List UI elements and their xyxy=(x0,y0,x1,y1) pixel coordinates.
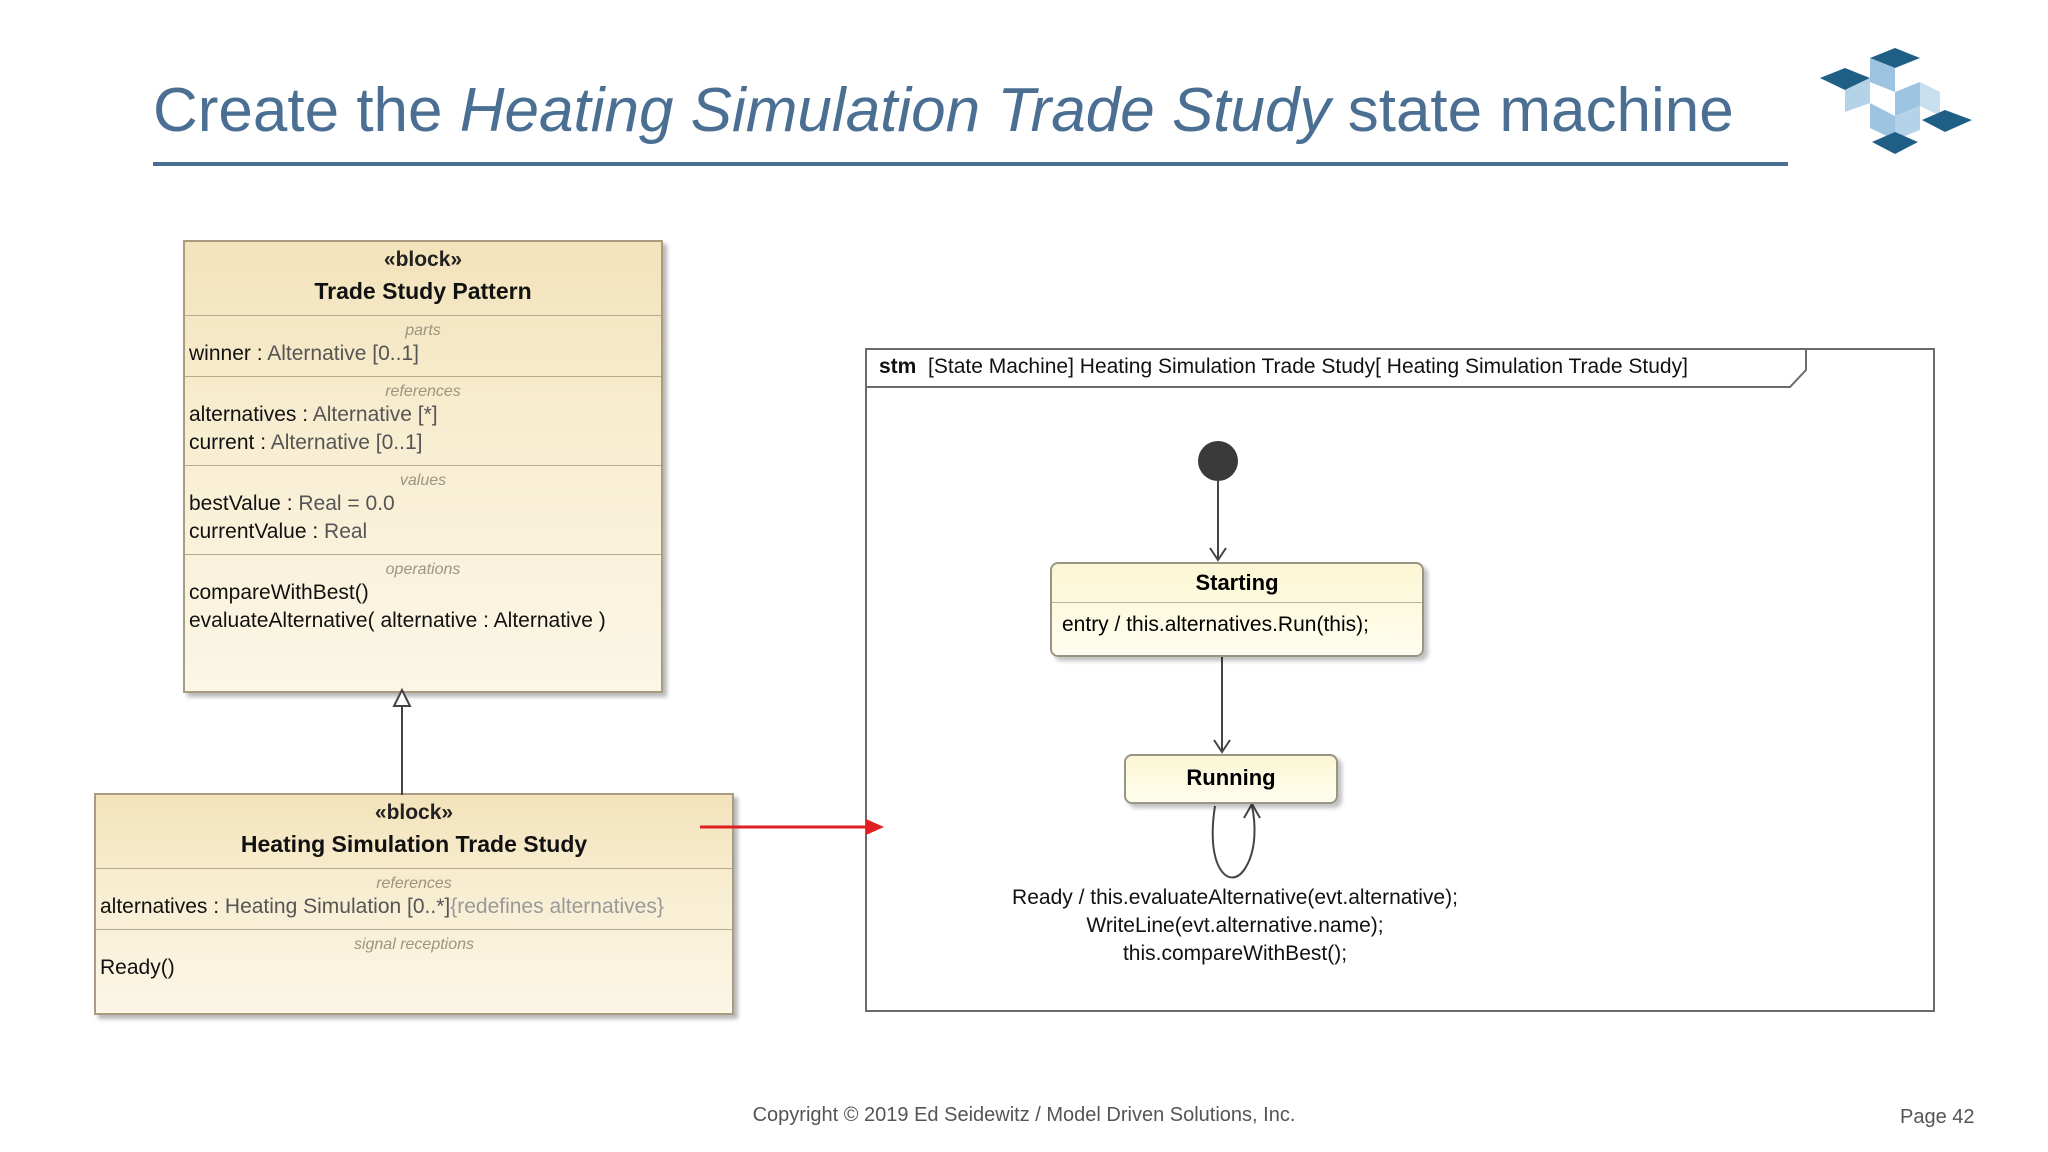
transition-line: Ready / this.evaluateAlternative(evt.alt… xyxy=(1012,886,1458,909)
compartment-title: values xyxy=(399,472,447,489)
state-entry-behavior: entry / this.alternatives.Run(this); xyxy=(1062,613,1369,636)
transition-line: WriteLine(evt.alternative.name); xyxy=(1086,914,1384,937)
block-stereotype: «block» xyxy=(383,248,463,271)
parts-compartment: parts winner : Alternative [0..1] xyxy=(185,316,661,377)
slide-title: Create the Heating Simulation Trade Stud… xyxy=(153,80,1734,142)
block-name: Trade Study Pattern xyxy=(314,278,532,304)
title-suffix: state machine xyxy=(1330,76,1734,145)
operations-compartment: operations compareWithBest() evaluateAlt… xyxy=(185,555,661,643)
title-prefix: Create the xyxy=(153,76,460,145)
state-name: Starting xyxy=(1052,564,1422,603)
block-header: «block» Heating Simulation Trade Study xyxy=(96,795,732,869)
references-compartment: references alternatives : Heating Simula… xyxy=(96,869,732,930)
state-running[interactable]: Running xyxy=(1124,754,1338,804)
block-name: Heating Simulation Trade Study xyxy=(240,831,588,857)
title-underline xyxy=(153,162,1788,166)
compartment-title: signal receptions xyxy=(353,936,475,953)
compartment-title: parts xyxy=(405,322,441,339)
references-compartment: references alternatives : Alternative [*… xyxy=(185,377,661,466)
value-item[interactable]: bestValue : Real = 0.0 xyxy=(189,492,395,515)
values-compartment: values bestValue : Real = 0.0 currentVal… xyxy=(185,466,661,555)
reference-item[interactable]: current : Alternative [0..1] xyxy=(189,431,423,454)
frame-kind: stm xyxy=(879,355,917,378)
block-stereotype: «block» xyxy=(374,801,454,824)
part-item[interactable]: winner : Alternative [0..1] xyxy=(189,342,419,365)
block-header: «block» Trade Study Pattern xyxy=(185,242,661,316)
footer-copyright: Copyright © 2019 Ed Seidewitz / Model Dr… xyxy=(752,1104,1296,1126)
block-heating-simulation-trade-study[interactable]: «block» Heating Simulation Trade Study r… xyxy=(94,793,734,1015)
compartment-title: references xyxy=(385,383,461,400)
reference-item[interactable]: alternatives : Alternative [*] xyxy=(189,403,438,426)
frame-title: [State Machine] Heating Simulation Trade… xyxy=(928,355,1688,378)
compartment-title: references xyxy=(376,875,452,892)
page-number: Page 42 xyxy=(1900,1106,1975,1128)
transition-label: Ready / this.evaluateAlternative(evt.alt… xyxy=(985,884,1485,968)
block-trade-study-pattern[interactable]: «block» Trade Study Pattern parts winner… xyxy=(183,240,663,693)
state-starting[interactable]: Starting entry / this.alternatives.Run(t… xyxy=(1050,562,1424,657)
logo-cubes xyxy=(1820,48,1972,154)
transition-line: this.compareWithBest(); xyxy=(1122,942,1348,965)
frame-label-text: stm [State Machine] Heating Simulation T… xyxy=(879,355,1688,379)
signal-receptions-compartment: signal receptions Ready() xyxy=(96,930,732,990)
value-item[interactable]: currentValue : Real xyxy=(189,520,368,543)
state-name: Running xyxy=(1186,765,1276,790)
signal-item[interactable]: Ready() xyxy=(100,956,175,979)
operation-item[interactable]: evaluateAlternative( alternative : Alter… xyxy=(189,609,606,632)
operation-item[interactable]: compareWithBest() xyxy=(189,581,369,604)
reference-item[interactable]: alternatives : Heating Simulation [0..*]… xyxy=(100,895,664,918)
title-italic: Heating Simulation Trade Study xyxy=(459,76,1331,145)
compartment-title: operations xyxy=(385,561,461,578)
